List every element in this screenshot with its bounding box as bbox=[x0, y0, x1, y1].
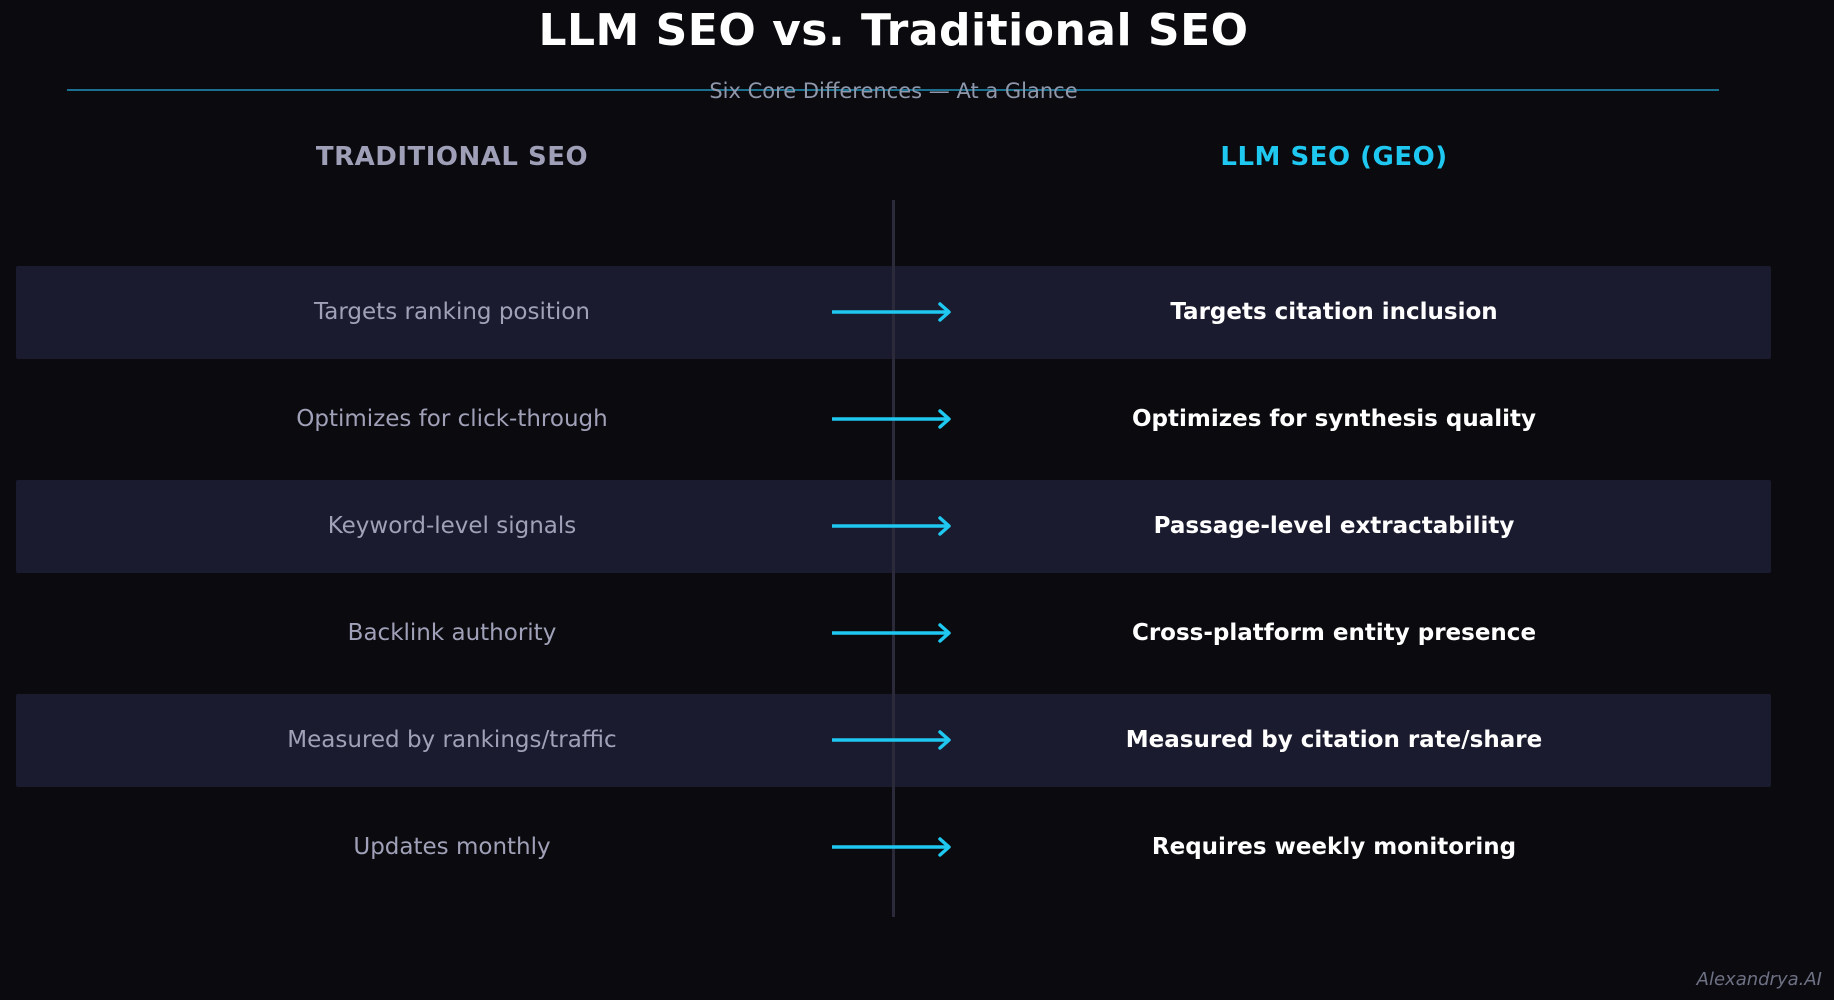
arrow-right-icon bbox=[832, 730, 951, 750]
comparison-row: Measured by rankings/traffic Measured by… bbox=[0, 694, 1834, 801]
traditional-point: Updates monthly bbox=[353, 834, 551, 860]
arrow-right-icon bbox=[832, 409, 951, 429]
arrow-right-icon bbox=[832, 516, 951, 536]
comparison-row: Optimizes for click-through Optimizes fo… bbox=[0, 373, 1834, 480]
comparison-rows: Targets ranking position Targets citatio… bbox=[0, 266, 1834, 908]
center-divider bbox=[892, 200, 895, 917]
column-header-traditional: TRADITIONAL SEO bbox=[315, 142, 589, 172]
title-divider bbox=[67, 89, 1719, 91]
traditional-point: Measured by rankings/traffic bbox=[287, 727, 617, 753]
llm-point: Cross-platform entity presence bbox=[1131, 620, 1537, 646]
comparison-row: Backlink authority Cross-platform entity… bbox=[0, 587, 1834, 694]
page-title: LLM SEO vs. Traditional SEO bbox=[538, 5, 1249, 56]
arrow-right-icon bbox=[832, 623, 951, 643]
comparison-row: Keyword-level signals Passage-level extr… bbox=[0, 480, 1834, 587]
traditional-point: Optimizes for click-through bbox=[296, 406, 608, 432]
comparison-row: Targets ranking position Targets citatio… bbox=[0, 266, 1834, 373]
llm-point: Requires weekly monitoring bbox=[1151, 834, 1517, 860]
comparison-row: Updates monthly Requires weekly monitori… bbox=[0, 801, 1834, 908]
traditional-point: Targets ranking position bbox=[314, 299, 590, 325]
llm-point: Targets citation inclusion bbox=[1170, 299, 1498, 325]
traditional-point: Keyword-level signals bbox=[327, 513, 577, 539]
column-header-llm: LLM SEO (GEO) bbox=[1220, 142, 1448, 172]
watermark: Alexandrya.AI bbox=[1696, 969, 1822, 990]
traditional-point: Backlink authority bbox=[347, 620, 557, 646]
arrow-right-icon bbox=[832, 302, 951, 322]
arrow-right-icon bbox=[832, 837, 951, 857]
page-subtitle: Six Core Differences — At a Glance bbox=[709, 79, 1078, 103]
llm-point: Passage-level extractability bbox=[1153, 513, 1515, 539]
llm-point: Measured by citation rate/share bbox=[1125, 727, 1543, 753]
llm-point: Optimizes for synthesis quality bbox=[1132, 406, 1536, 432]
